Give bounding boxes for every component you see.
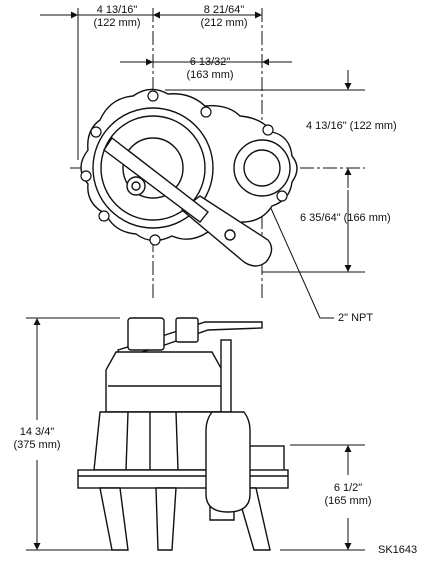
dim-center-imperial: 6 13/32" — [189, 56, 231, 68]
base-flange-side — [77, 469, 289, 489]
bolt-hole — [200, 106, 212, 118]
bolt-hole — [90, 126, 102, 138]
rib — [125, 411, 129, 471]
leader-npt — [264, 194, 321, 319]
rib — [175, 411, 179, 471]
dim-top-left-metric: (122 mm) — [93, 17, 141, 29]
bolt-hole — [98, 210, 110, 222]
dim-height-metric: (375 mm) — [13, 439, 61, 451]
bolt-hole — [147, 90, 159, 102]
float-rod-guide — [220, 339, 232, 413]
top-view — [80, 88, 298, 267]
bolt-hole — [276, 190, 288, 202]
bolt-hole — [262, 124, 274, 136]
discharge-port-inner — [243, 149, 281, 187]
motor-cap-side — [127, 317, 165, 351]
dim-label-discharge-offset: 4 13/16" (122 mm) — [306, 120, 397, 132]
float-ball — [205, 411, 251, 513]
foot-center — [155, 487, 177, 551]
bolt-hole — [149, 234, 161, 246]
foot-left — [99, 487, 129, 551]
dim-label-height: 14 3/4" (375 mm) — [2, 426, 72, 452]
dim-label-arm: 6 35/64" (166 mm) — [300, 212, 391, 224]
side-view — [77, 317, 289, 551]
dim-top-left-imperial: 4 13/16" — [96, 4, 138, 16]
dim-label-inlet: 6 1/2" (165 mm) — [312, 482, 384, 508]
dim-label-top-right: 8 21/64" (212 mm) — [186, 4, 262, 30]
dim-inlet-metric: (165 mm) — [324, 495, 372, 507]
callout-npt: 2" NPT — [338, 312, 374, 324]
bolt-hole — [80, 170, 92, 182]
dim-inlet-imperial: 6 1/2" — [333, 482, 363, 494]
cord-grip — [175, 317, 199, 343]
drawing-id: SK1643 — [378, 544, 418, 556]
bolt-holes — [80, 90, 288, 246]
dim-label-top-left: 4 13/16" (122 mm) — [82, 4, 152, 30]
dim-label-center: 6 13/32" (163 mm) — [170, 56, 250, 82]
switch-knob-center — [131, 181, 141, 191]
dim-center-metric: (163 mm) — [186, 69, 234, 81]
motor-housing-side — [105, 351, 223, 413]
handle-bar — [103, 136, 209, 223]
dim-top-right-metric: (212 mm) — [200, 17, 248, 29]
float-pivot — [224, 229, 236, 241]
dim-height-imperial: 14 3/4" — [19, 426, 55, 438]
dim-top-right-imperial: 8 21/64" — [203, 4, 245, 16]
